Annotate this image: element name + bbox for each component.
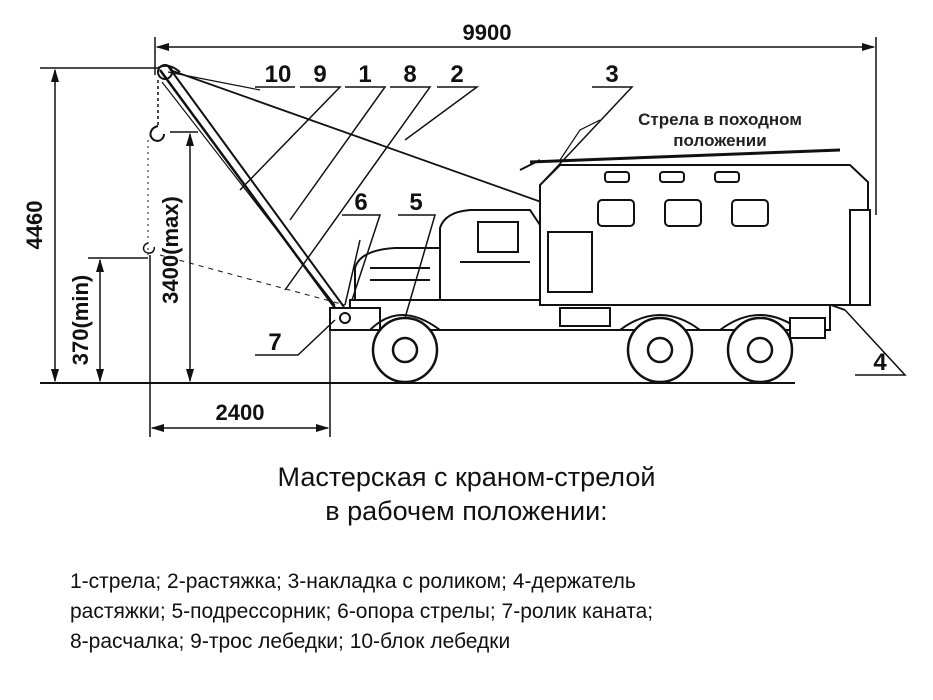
- rear-wheel-2: [726, 316, 794, 384]
- legend-line-2: растяжки; 5-подрессорник; 6-опора стрелы…: [70, 600, 654, 623]
- callout-3: 3: [605, 61, 618, 88]
- dimension-hook-max-label: 3400(max): [158, 196, 183, 304]
- dimension-total-height-label: 4460: [22, 201, 47, 250]
- dimension-hook-min-label: 370(min): [68, 275, 93, 365]
- crane-truck-drawing: 9900 4460 370(min) 3400(max) 2400: [22, 20, 907, 437]
- callout-7: 7: [268, 329, 281, 356]
- truck-body: [329, 148, 871, 339]
- caption-line-1: Мастерская с краном-стрелой: [277, 462, 656, 492]
- callout-leaders: [239, 86, 907, 376]
- dimension-total-length: 9900: [154, 20, 877, 215]
- dimension-hook-min: 370(min): [68, 257, 148, 383]
- callout-1: 1: [358, 61, 371, 88]
- figure-caption: Мастерская с краном-стрелой в рабочем по…: [0, 460, 933, 528]
- callout-2: 2: [450, 61, 463, 88]
- legend-line-3: 8-расчалка; 9-трос лебедки; 10-блок лебе…: [70, 630, 511, 653]
- boom-stowed-note-line1: Стрела в походном: [638, 110, 802, 129]
- callout-8: 8: [403, 61, 416, 88]
- dimension-reach: 2400: [149, 255, 331, 437]
- dimension-total-length-label: 9900: [463, 20, 512, 45]
- callout-5: 5: [409, 189, 422, 216]
- callout-4: 4: [873, 349, 887, 376]
- dimension-reach-label: 2400: [216, 400, 265, 425]
- callout-10: 10: [265, 61, 292, 88]
- legend-line-1: 1-стрела; 2-растяжка; 3-накладка с ролик…: [70, 570, 636, 593]
- caption-line-2: в рабочем положении:: [325, 496, 608, 526]
- boom-stowed-note-line2: положении: [673, 131, 766, 150]
- rear-wheel-1: [626, 316, 694, 384]
- boom-stowed-note-leader: [559, 119, 601, 161]
- callout-6: 6: [354, 189, 367, 216]
- callout-9: 9: [313, 61, 326, 88]
- front-wheel: [371, 316, 439, 384]
- parts-legend: 1-стрела; 2-растяжка; 3-накладка с ролик…: [70, 567, 910, 657]
- dimension-total-height: 4460: [22, 67, 160, 383]
- dimension-hook-max: 3400(max): [158, 131, 198, 383]
